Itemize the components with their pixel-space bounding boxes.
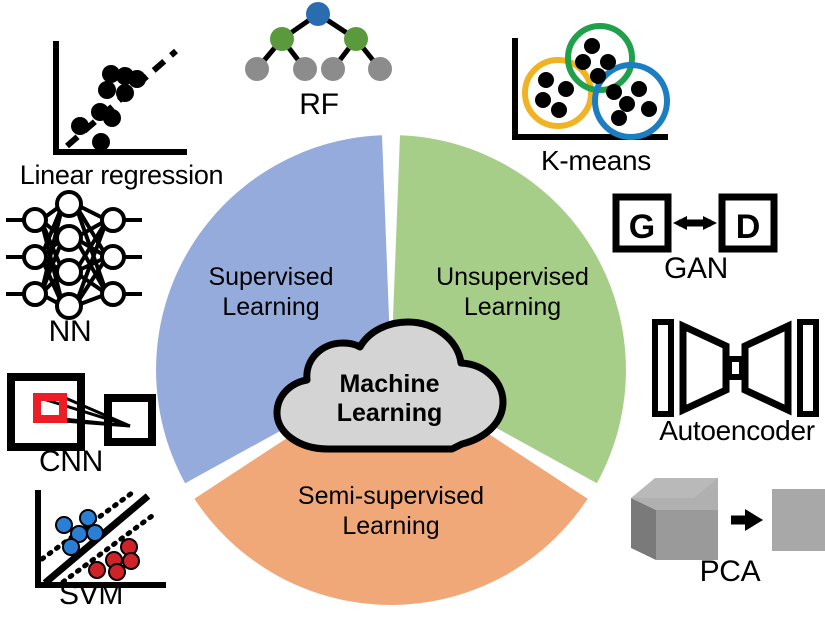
- generator-discriminator-icon: G D: [612, 193, 778, 253]
- tree-root-node: [306, 2, 330, 26]
- autoencoder-latent-square: [726, 356, 745, 380]
- axis-lines: [53, 41, 187, 155]
- cluster-circles-icon: [512, 23, 670, 140]
- nn-nodes: [22, 190, 126, 320]
- gan-generator-label: G: [629, 208, 655, 246]
- gan-discriminator-label: D: [736, 208, 761, 246]
- caption-autoencoder: Autoencoder: [659, 415, 815, 446]
- autoencoder-encoder-trapezoid: [679, 320, 730, 416]
- tree-leaf-node-2: [293, 57, 317, 81]
- pca-cube: [631, 478, 718, 560]
- pie-label-unsupervised-line1: Unsupervised: [436, 263, 589, 291]
- cluster-boundary-blue: [592, 62, 670, 140]
- neural-network-icon: [6, 190, 142, 320]
- pie-label-supervised-line2: Learning: [222, 293, 320, 321]
- autoencoder-output-bar: [797, 319, 819, 417]
- cloud-shape: [273, 318, 507, 453]
- gan-generator-box: [612, 193, 672, 253]
- caption-svm: SVM: [58, 578, 124, 611]
- gan-double-arrow: [673, 216, 717, 230]
- caption-linear-regression: Linear regression: [19, 160, 224, 190]
- cluster-points: [535, 38, 657, 126]
- autoencoder-input-bar: [652, 319, 674, 417]
- pca-arrow: [731, 509, 763, 531]
- pie-label-unsupervised: Unsupervised Learning: [405, 262, 620, 322]
- cloud-label-line1: Machine: [339, 370, 440, 398]
- cluster-boundary-green: [565, 23, 635, 93]
- pie-label-unsupervised-line2: Learning: [463, 293, 562, 321]
- cnn-input-square: [7, 373, 85, 451]
- pie-segment-semi-supervised[interactable]: [194, 370, 588, 605]
- cluster-boundary-yellow: [522, 57, 594, 129]
- scatter-regression-icon: [53, 41, 187, 155]
- cloud-label-line2: Learning: [336, 399, 443, 427]
- pie-label-semi-supervised-line2: Learning: [342, 512, 440, 540]
- machine-learning-cloud[interactable]: [262, 318, 522, 458]
- tree-branch-node-left: [270, 27, 294, 51]
- autoencoder-decoder-trapezoid: [741, 320, 792, 416]
- svm-class-b-points: [88, 538, 140, 581]
- cloud-label: Machine Learning: [272, 370, 507, 428]
- cube-to-square-icon: [631, 478, 825, 560]
- caption-gan: GAN: [663, 252, 729, 285]
- pie-label-semi-supervised-line1: Semi-supervised: [297, 482, 485, 510]
- caption-rf: RF: [299, 88, 339, 121]
- pie-label-supervised-line1: Supervised: [208, 263, 334, 291]
- svm-class-a-points: [55, 509, 104, 556]
- decision-tree-icon: [245, 2, 392, 81]
- autoencoder-icon: [652, 319, 819, 417]
- tree-branch-node-right: [344, 27, 368, 51]
- pca-reduced-square: [772, 489, 825, 551]
- scatter-points: [71, 65, 146, 151]
- caption-kmeans: K-means: [541, 145, 651, 176]
- gan-discriminator-box: [718, 193, 778, 253]
- caption-pca: PCA: [699, 555, 761, 588]
- tree-leaf-node-3: [321, 57, 345, 81]
- pie-label-semi-supervised: Semi-supervised Learning: [251, 481, 531, 541]
- convolution-kernel-icon: [7, 373, 156, 451]
- pie-label-supervised: Supervised Learning: [171, 262, 371, 322]
- svm-margin-lower: [60, 510, 159, 585]
- caption-nn: NN: [48, 315, 92, 348]
- cnn-kernel-box: [33, 393, 67, 423]
- tree-leaf-node-1: [245, 57, 269, 81]
- caption-cnn: CNN: [38, 445, 104, 478]
- axis-lines: [35, 490, 166, 588]
- tree-leaf-node-4: [368, 57, 392, 81]
- svm-margin-icon: [35, 487, 166, 588]
